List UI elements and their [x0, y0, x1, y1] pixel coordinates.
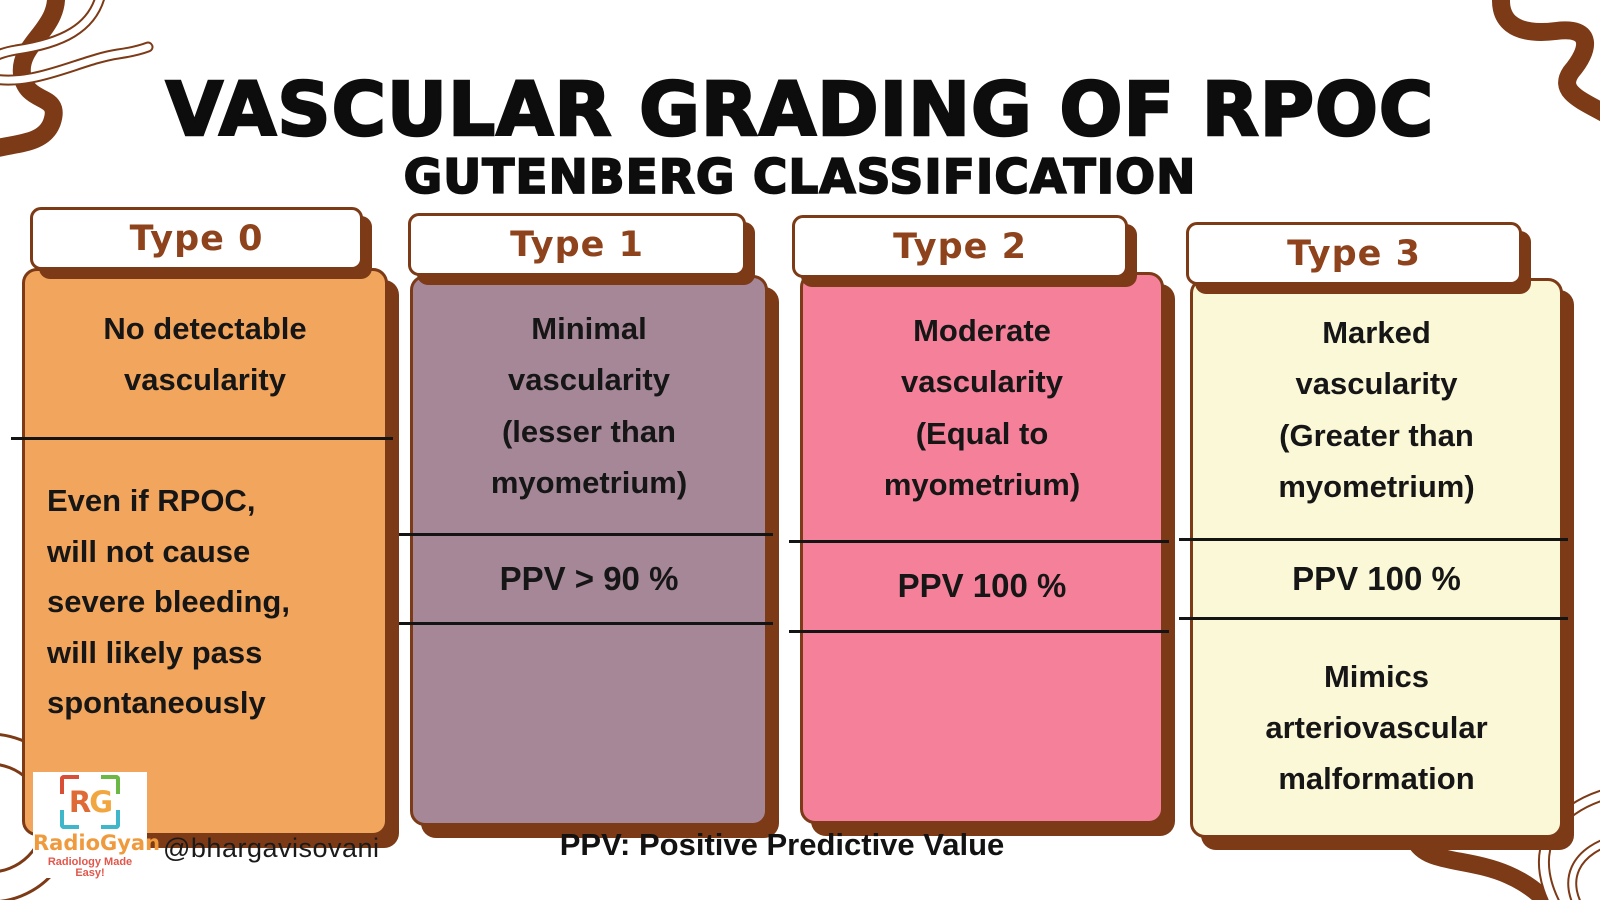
card-type-3-tab: Type 3	[1186, 222, 1522, 285]
card-type-1-divider-1	[399, 533, 773, 536]
page-title: VASCULAR GRADING OF RPOC	[165, 66, 1435, 153]
card-type-2-tab: Type 2	[792, 215, 1128, 278]
card-type-1-body: Minimal vascularity (lesser than myometr…	[399, 275, 773, 826]
card-type-0-tab-label: Type 0	[129, 218, 264, 259]
page-subtitle: GUTENBERG CLASSIFICATION	[403, 150, 1197, 205]
card-type-0-body: No detectable vascularity Even if RPOC, …	[11, 268, 393, 836]
radiogyan-wordmark: RadioGyan	[33, 831, 161, 855]
monogram-letter-g: G	[89, 785, 113, 819]
monogram-corner-bottom-right	[101, 810, 120, 829]
card-type-3-ppv: PPV 100 %	[1292, 559, 1461, 597]
card-type-2-finding: Moderate vascularity (Equal to myometriu…	[883, 313, 1081, 502]
card-type-0-divider	[11, 437, 393, 440]
card-type-1-finding: Minimal vascularity (lesser than myometr…	[490, 311, 688, 500]
card-type-1-divider-2	[399, 622, 773, 625]
card-type-1-tab: Type 1	[408, 213, 746, 276]
card-type-3-body: Marked vascularity (Greater than myometr…	[1179, 278, 1568, 838]
card-type-2-tab-label: Type 2	[893, 226, 1027, 267]
card-type-2-ppv: PPV 100 %	[897, 567, 1067, 605]
monogram-corner-bottom-left	[60, 810, 79, 829]
card-type-1-tab-label: Type 1	[510, 224, 644, 265]
author-handle: @bhargavisovani	[163, 833, 380, 863]
monogram-corner-top-left	[60, 775, 79, 794]
monogram-letter-r: R	[68, 785, 91, 819]
ppv-abbreviation-note: PPV: Positive Predictive Value	[559, 827, 1005, 862]
card-type-1-ppv: PPV > 90 %	[499, 559, 679, 597]
card-type-0-finding: No detectable vascularity	[103, 310, 307, 397]
card-type-3-divider-2	[1179, 617, 1568, 620]
card-type-3-tab-label: Type 3	[1287, 233, 1421, 274]
card-type-2-body: Moderate vascularity (Equal to myometriu…	[789, 272, 1169, 824]
card-type-0-tab: Type 0	[30, 207, 363, 270]
monogram-corner-top-right	[101, 775, 120, 794]
card-type-2-divider-2	[789, 630, 1169, 633]
squiggle-top-left-thick	[0, 0, 65, 157]
radiogyan-tagline: Radiology Made Easy!	[47, 856, 133, 879]
card-type-2-divider-1	[789, 540, 1169, 543]
squiggle-top-right-thick	[1492, 0, 1600, 122]
card-type-3-finding: Marked vascularity (Greater than myometr…	[1278, 315, 1475, 504]
card-type-0-note: Even if RPOC, will not cause severe blee…	[47, 483, 290, 721]
card-type-3-divider-1	[1179, 538, 1568, 541]
card-type-3-note: Mimics arteriovascular malformation	[1265, 658, 1488, 797]
